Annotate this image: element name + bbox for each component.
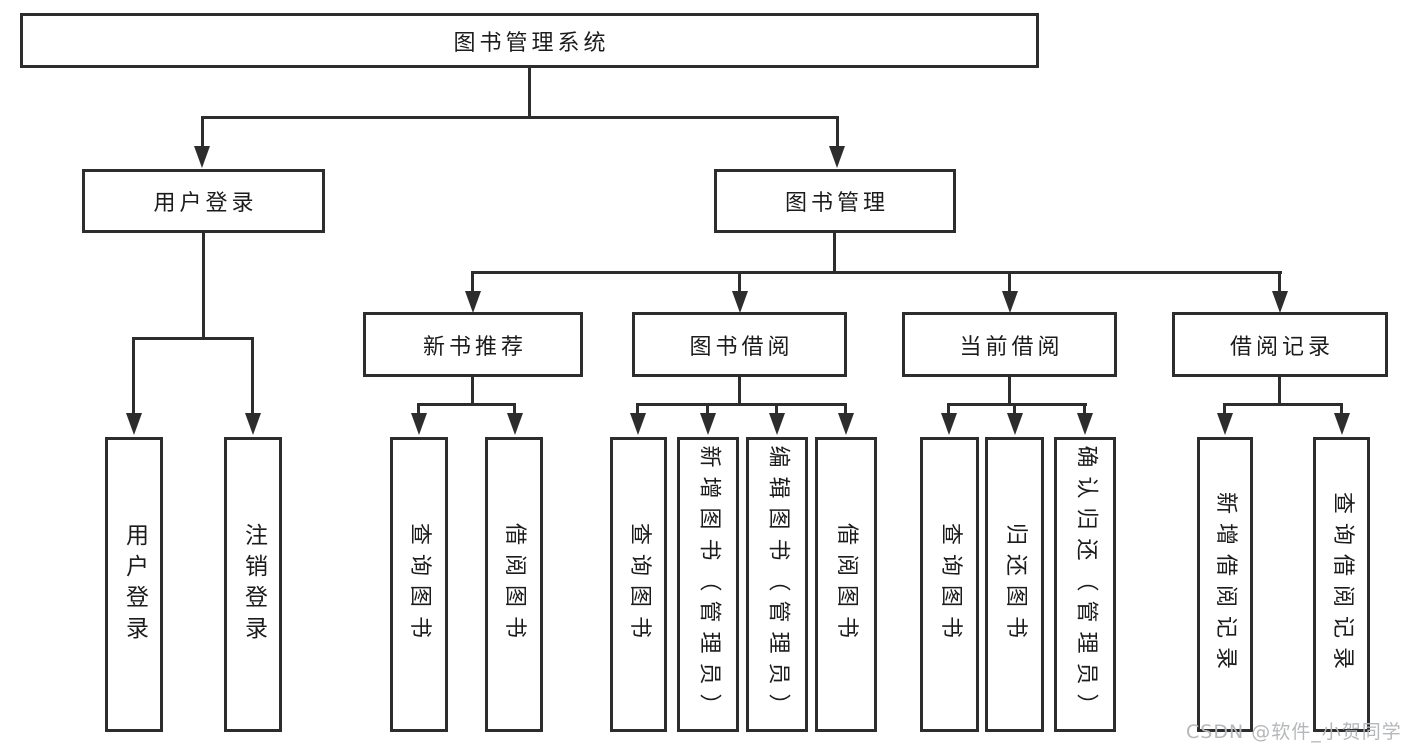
connector-line	[132, 337, 254, 340]
leaf-label-add-books-admin: 新增图书（管理员）	[696, 444, 722, 725]
csdn-watermark: CSDN @软件_小贺同学	[1186, 721, 1402, 743]
connector-line	[251, 337, 254, 415]
leaf-label-query-books-borrowing: 查询图书	[626, 522, 652, 647]
leaf-label-add-borrow-record: 新增借阅记录	[1213, 491, 1239, 678]
leaf-box-add-borrow-record: 新增借阅记录	[1197, 437, 1253, 732]
node-box-book-borrowing: 图书借阅	[632, 312, 847, 377]
leaf-label-edit-books-admin: 编辑图书（管理员）	[765, 444, 791, 725]
connector-line	[836, 116, 839, 148]
leaf-label-borrow-books-recommend: 借阅图书	[502, 522, 528, 647]
connector-line	[513, 403, 516, 417]
arrowhead-down-icon	[829, 146, 845, 168]
connector-line	[833, 233, 836, 274]
leaf-label-query-borrow-record: 查询借阅记录	[1329, 491, 1355, 678]
connector-line	[1278, 271, 1281, 295]
leaf-box-query-books-current: 查询图书	[920, 437, 979, 732]
node-label-new-book-recommendation: 新书推荐	[422, 334, 527, 360]
node-box-system: 图书管理系统	[20, 13, 1039, 68]
arrowhead-down-icon	[465, 291, 481, 313]
arrowhead-down-icon	[411, 413, 427, 435]
leaf-box-query-borrow-record: 查询借阅记录	[1313, 437, 1370, 732]
arrowhead-down-icon	[194, 146, 210, 168]
arrowhead-down-icon	[732, 291, 748, 313]
connector-line	[636, 403, 847, 406]
connector-line	[636, 403, 639, 417]
arrowhead-down-icon	[1007, 413, 1023, 435]
leaf-box-add-books-admin: 新增图书（管理员）	[677, 437, 739, 732]
arrowhead-down-icon	[700, 413, 716, 435]
connector-line	[1223, 403, 1343, 406]
connector-line	[1340, 403, 1343, 417]
arrowhead-down-icon	[245, 413, 261, 435]
node-label-borrowing-records: 借阅记录	[1229, 334, 1334, 360]
connector-line	[1008, 377, 1011, 406]
arrowhead-down-icon	[1002, 291, 1018, 313]
connector-line	[471, 271, 474, 295]
leaf-label-logout: 注销登录	[240, 522, 267, 647]
arrowhead-down-icon	[941, 413, 957, 435]
arrowhead-down-icon	[838, 413, 854, 435]
arrowhead-down-icon	[1077, 413, 1093, 435]
leaf-box-user-login: 用户登录	[105, 437, 163, 732]
connector-line	[201, 116, 204, 148]
connector-line	[201, 116, 839, 119]
arrowhead-down-icon	[507, 413, 523, 435]
node-box-current-borrowing: 当前借阅	[902, 312, 1117, 377]
connector-line	[417, 403, 516, 406]
leaf-box-logout: 注销登录	[224, 437, 282, 732]
leaf-box-borrow-books-borrowing: 借阅图书	[815, 437, 877, 732]
node-label-book-management: 图书管理	[784, 191, 889, 216]
node-box-book-management: 图书管理	[714, 169, 956, 233]
connector-line	[1223, 403, 1226, 417]
leaf-label-query-books-current: 查询图书	[937, 522, 963, 647]
leaf-box-query-books-borrowing: 查询图书	[610, 437, 667, 732]
node-box-borrowing-records: 借阅记录	[1172, 312, 1388, 377]
connector-line	[1013, 403, 1016, 417]
leaf-label-borrow-books-borrowing: 借阅图书	[834, 522, 860, 647]
connector-line	[471, 377, 474, 406]
connector-line	[706, 403, 709, 417]
connector-line	[471, 271, 1282, 274]
leaf-box-borrow-books-recommend: 借阅图书	[485, 437, 543, 732]
arrowhead-down-icon	[769, 413, 785, 435]
connector-line	[947, 403, 950, 417]
connector-line	[947, 403, 1087, 406]
node-label-book-borrowing: 图书借阅	[689, 334, 794, 360]
connector-line	[738, 377, 741, 406]
connector-line	[528, 68, 531, 118]
connector-line	[844, 403, 847, 417]
leaf-box-return-books: 归还图书	[985, 437, 1044, 732]
leaf-box-edit-books-admin: 编辑图书（管理员）	[746, 437, 808, 732]
node-label-system: 图书管理系统	[453, 30, 610, 56]
leaf-label-confirm-return-admin: 确认归还（管理员）	[1073, 444, 1099, 725]
arrowhead-down-icon	[630, 413, 646, 435]
arrowhead-down-icon	[1272, 291, 1288, 313]
leaf-label-return-books: 归还图书	[1002, 522, 1028, 647]
leaf-label-user-login: 用户登录	[121, 522, 148, 647]
connector-line	[1008, 271, 1011, 295]
node-label-current-borrowing: 当前借阅	[959, 334, 1064, 360]
node-box-new-book-recommendation: 新书推荐	[363, 312, 583, 377]
connector-line	[738, 271, 741, 295]
connector-line	[1083, 403, 1086, 417]
connector-line	[1278, 377, 1281, 406]
arrowhead-down-icon	[126, 413, 142, 435]
leaf-box-confirm-return-admin: 确认归还（管理员）	[1054, 437, 1116, 732]
node-box-user-login: 用户登录	[82, 169, 325, 233]
leaf-box-query-books-recommend: 查询图书	[390, 437, 448, 732]
connector-line	[202, 233, 205, 340]
leaf-label-query-books-recommend: 查询图书	[407, 522, 433, 647]
connector-line	[775, 403, 778, 417]
connector-line	[132, 337, 135, 415]
node-label-user-login: 用户登录	[153, 191, 258, 216]
arrowhead-down-icon	[1217, 413, 1233, 435]
arrowhead-down-icon	[1334, 413, 1350, 435]
connector-line	[417, 403, 420, 417]
